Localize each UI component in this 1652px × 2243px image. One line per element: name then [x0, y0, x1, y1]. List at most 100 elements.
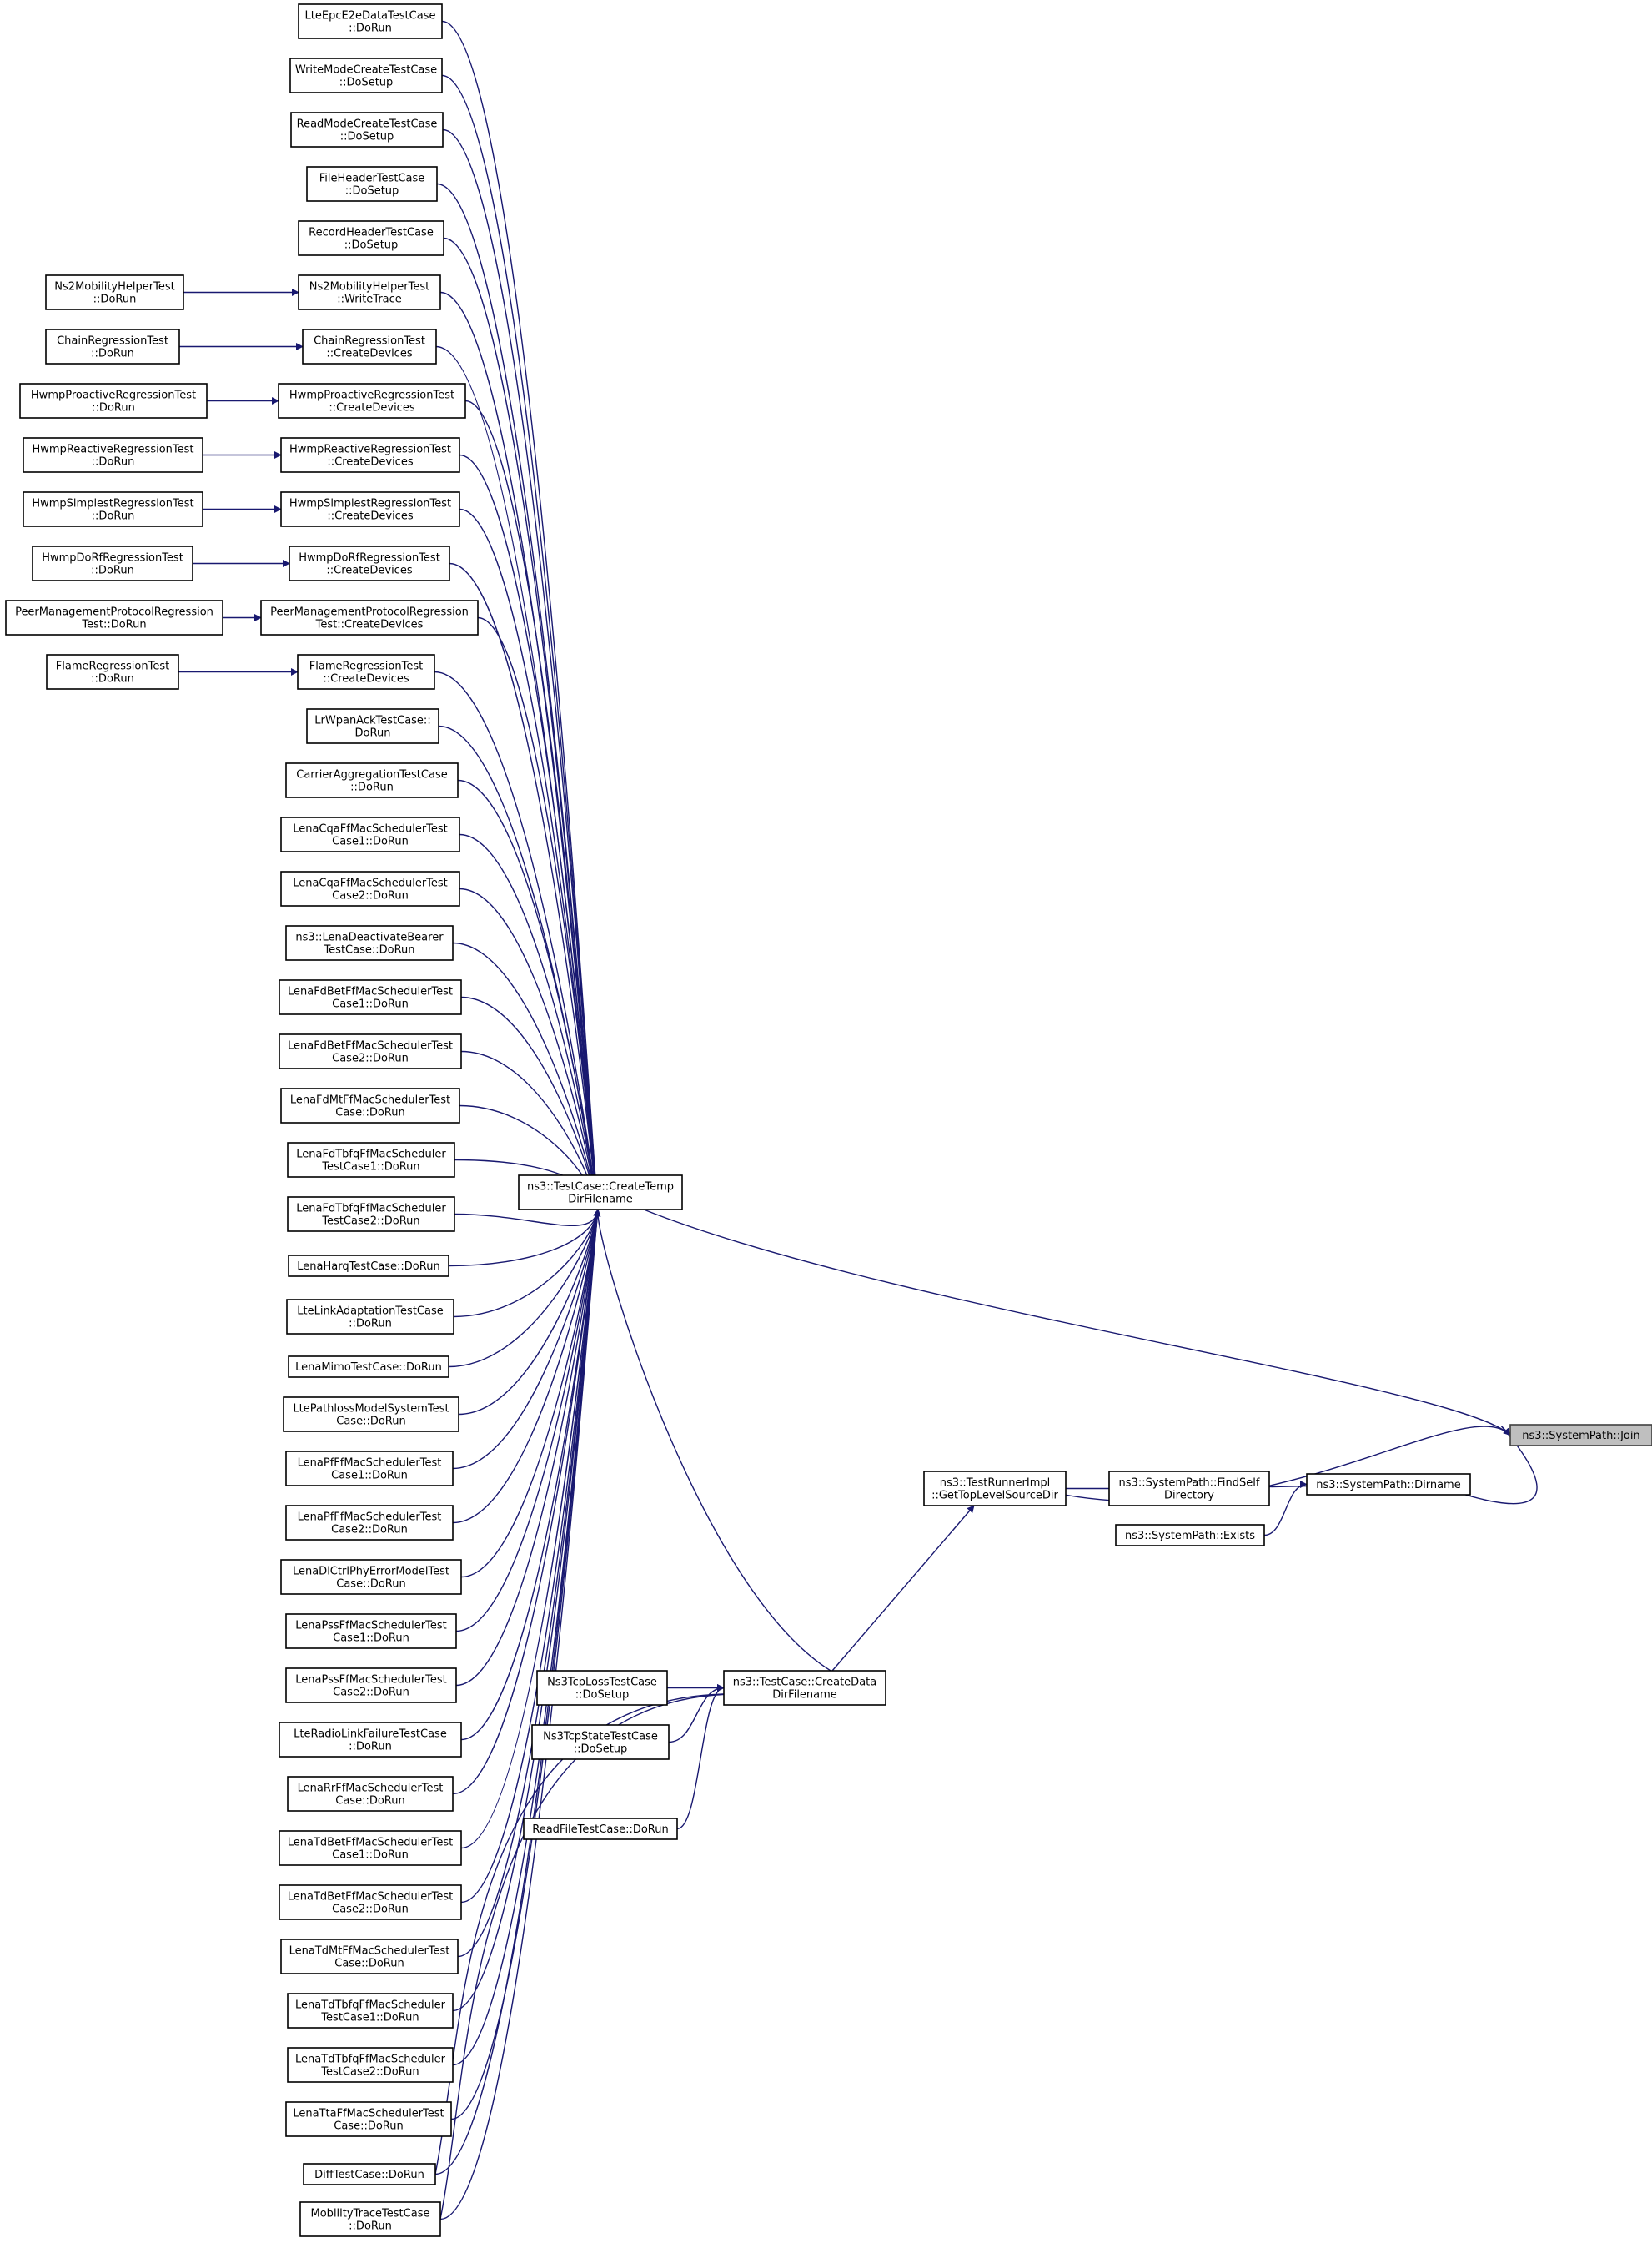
node-ltelinkadaptationtestcase-dorun[interactable]: LteLinkAdaptationTestCase::DoRun — [286, 1299, 454, 1335]
node-lrwpanacktestcase-dorun[interactable]: LrWpanAckTestCase::DoRun — [306, 708, 439, 744]
node-box — [280, 871, 460, 907]
node-difftestcase-dorun[interactable]: DiffTestCase::DoRun — [303, 2163, 436, 2185]
node-box — [279, 1033, 462, 1069]
node-box — [287, 1993, 454, 2029]
node-label: WriteModeCreateTestCase — [295, 64, 437, 77]
node-box — [1306, 1473, 1471, 1496]
node-label: ::DoRun — [349, 1741, 392, 1753]
node-hwmpproactiveregressiontest-dorun[interactable]: HwmpProactiveRegressionTest::DoRun — [19, 383, 208, 419]
node-chainregressiontest-dorun[interactable]: ChainRegressionTest::DoRun — [45, 329, 180, 365]
node-hwmpreactiveregressiontest-createdevices[interactable]: HwmpReactiveRegressionTest::CreateDevice… — [280, 437, 460, 473]
node-label: LenaPfFfMacSchedulerTest — [298, 1511, 442, 1524]
node-label: ::CreateDevices — [327, 510, 413, 523]
node-hwmpreactiveregressiontest-dorun[interactable]: HwmpReactiveRegressionTest::DoRun — [23, 437, 203, 473]
edge-n36-to-n1 — [458, 1209, 601, 1416]
node-label: ReadModeCreateTestCase — [297, 118, 438, 131]
node-peermanagementprotocolregressiontest-dorun[interactable]: PeerManagementProtocolRegressionTest::Do… — [5, 600, 223, 636]
node-hwmpproactiveregressiontest-createdevices[interactable]: HwmpProactiveRegressionTest::CreateDevic… — [278, 383, 466, 419]
node-ns3tcpstatetestcase-dosetup[interactable]: Ns3TcpStateTestCase::DoSetup — [531, 1724, 670, 1760]
edge-n47-to-n1 — [452, 1209, 601, 2012]
node-hwmpsimplestregressiontest-createdevices[interactable]: HwmpSimplestRegressionTest::CreateDevice… — [280, 491, 460, 527]
node-label: TestCase1::DoRun — [321, 1161, 419, 1174]
node-label: Case2::DoRun — [332, 1053, 409, 1065]
node-writemodecreatetestcase-dosetup[interactable]: WriteModeCreateTestCase::DoSetup — [289, 58, 443, 93]
node-label: ::DoRun — [349, 2220, 392, 2233]
node-lenamimotestcase-dorun[interactable]: LenaMimoTestCase::DoRun — [288, 1355, 449, 1378]
node-label: ns3::TestRunnerImpl — [940, 1477, 1051, 1490]
node-label: LenaTdMtFfMacSchedulerTest — [289, 1945, 450, 1958]
node-label: Case1::DoRun — [331, 1470, 408, 1482]
node-mobilitytracetestcase-dorun[interactable]: MobilityTraceTestCase::DoRun — [299, 2201, 441, 2237]
node-label: ::DoSetup — [345, 185, 399, 198]
node-lteepce2edatatestcase-dorun[interactable]: LteEpcE2eDataTestCase::DoRun — [298, 3, 443, 39]
edge-n56-to-n0 — [982, 1426, 1511, 1502]
node-lteradiolinkfailuretestcase-dorun[interactable]: LteRadioLinkFailureTestCase::DoRun — [279, 1722, 462, 1758]
node-label: Directory — [1164, 1490, 1214, 1502]
node-readfiletestcase-dorun[interactable]: ReadFileTestCase::DoRun — [523, 1818, 678, 1840]
node-hwmpsimplestregressiontest-dorun[interactable]: HwmpSimplestRegressionTest::DoRun — [23, 491, 203, 527]
node-box — [278, 383, 466, 419]
edge-n55-to-n52 — [676, 1684, 725, 1830]
node-label: ::DoRun — [349, 23, 392, 35]
node-box — [297, 654, 435, 690]
node-label: PeerManagementProtocolRegression — [15, 606, 213, 619]
node-label: LenaCqaFfMacSchedulerTest — [293, 823, 448, 836]
node-ns3-systempath-join[interactable]: ns3::SystemPath::Join — [1509, 1424, 1652, 1446]
node-ns3-systempath-exists[interactable]: ns3::SystemPath::Exists — [1115, 1524, 1265, 1546]
node-box — [285, 762, 459, 798]
node-label: ::DoRun — [93, 294, 137, 306]
node-fileheadertestcase-dosetup[interactable]: FileHeaderTestCase::DoSetup — [306, 166, 438, 202]
node-lenaharqtestcase-dorun[interactable]: LenaHarqTestCase::DoRun — [288, 1255, 449, 1277]
node-box — [280, 1088, 460, 1124]
node-ns3-systempath-dirname[interactable]: ns3::SystemPath::Dirname — [1306, 1473, 1471, 1496]
node-carrieraggregationtestcase-dorun[interactable]: CarrierAggregationTestCase::DoRun — [285, 762, 459, 798]
node-label: Case::DoRun — [336, 1416, 405, 1428]
node-box — [280, 1559, 462, 1595]
node-flameregressiontest-createdevices[interactable]: FlameRegressionTest::CreateDevices — [297, 654, 435, 690]
node-ns2mobilityhelpertest-writetrace[interactable]: Ns2MobilityHelperTest::WriteTrace — [298, 274, 441, 310]
node-label: Case1::DoRun — [332, 998, 409, 1011]
node-box — [287, 1196, 455, 1232]
node-label: ::DoRun — [91, 673, 134, 686]
node-hwmpdorfregressiontest-dorun[interactable]: HwmpDoRfRegressionTest::DoRun — [32, 546, 193, 581]
node-label: Ns2MobilityHelperTest — [54, 281, 174, 294]
node-ns3tcplosstestcase-dosetup[interactable]: Ns3TcpLossTestCase::DoSetup — [536, 1670, 668, 1706]
node-chainregressiontest-createdevices[interactable]: ChainRegressionTest::CreateDevices — [302, 329, 437, 365]
node-ns2mobilityhelpertest-dorun[interactable]: Ns2MobilityHelperTest::DoRun — [45, 274, 184, 310]
node-label: HwmpDoRfRegressionTest — [42, 552, 183, 565]
node-label: LenaTdBetFfMacSchedulerTest — [288, 1837, 454, 1849]
node-flameregressiontest-dorun[interactable]: FlameRegressionTest::DoRun — [46, 654, 179, 690]
node-recordheadertestcase-dosetup[interactable]: RecordHeaderTestCase::DoSetup — [298, 220, 444, 256]
node-readmodecreatetestcase-dosetup[interactable]: ReadModeCreateTestCase::DoSetup — [290, 112, 444, 148]
node-box — [285, 1667, 457, 1703]
node-hwmpdorfregressiontest-createdevices[interactable]: HwmpDoRfRegressionTest::CreateDevices — [289, 546, 450, 581]
node-peermanagementprotocolregressiontest-createdevices[interactable]: PeerManagementProtocolRegressionTest::Cr… — [260, 600, 479, 636]
node-ns3-testrunnerimpl-gettoplevelsourcedir[interactable]: ns3::TestRunnerImpl::GetTopLevelSourceDi… — [923, 1471, 1067, 1506]
node-label: ::CreateDevices — [326, 565, 412, 577]
